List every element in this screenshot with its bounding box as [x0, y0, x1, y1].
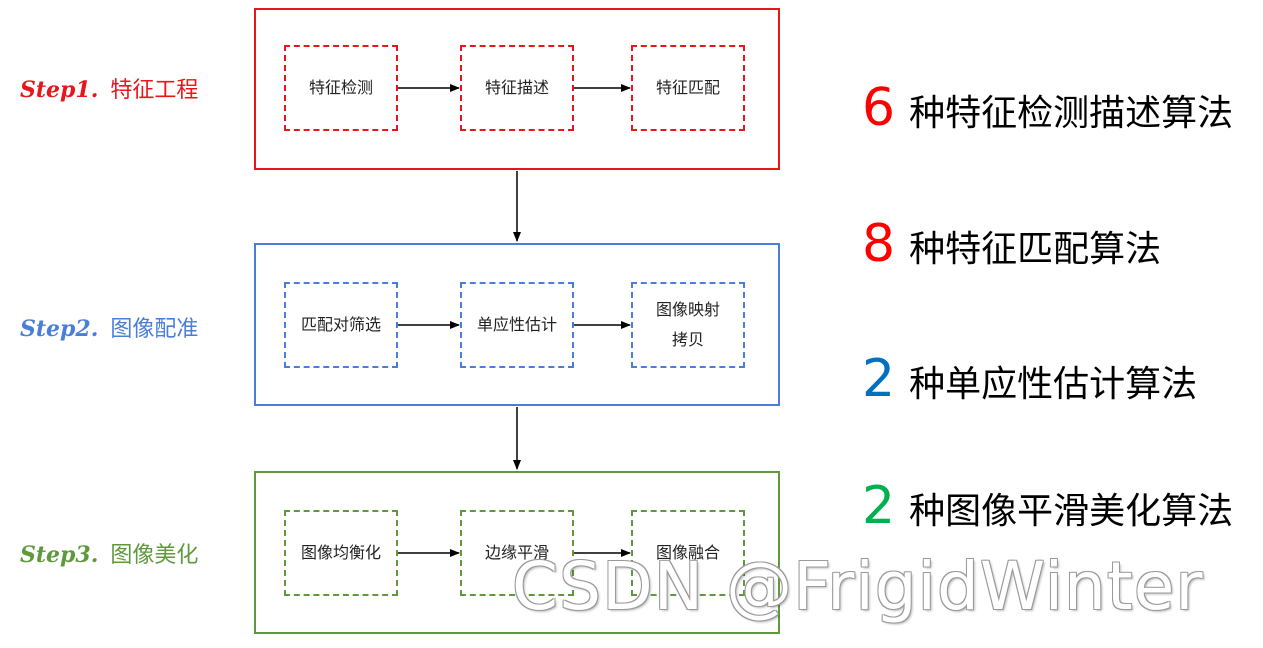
- stat-text: 种图像平滑美化算法: [909, 491, 1234, 532]
- stat-text: 种特征匹配算法: [909, 229, 1162, 270]
- step2-number: Step2.: [20, 316, 99, 342]
- stat-feature-matching-algorithms: 8 种特征匹配算法: [862, 218, 1161, 272]
- node-match-filtering: 匹配对筛选: [284, 282, 398, 368]
- node-image-blending: 图像融合: [631, 510, 745, 596]
- stat-number: 2: [862, 349, 896, 409]
- step2-title: 图像配准: [110, 317, 199, 342]
- node-homography-estimation: 单应性估计: [460, 282, 574, 368]
- stat-feature-detection-algorithms: 6 种特征检测描述算法: [862, 82, 1233, 136]
- stat-homography-algorithms: 2 种单应性估计算法: [862, 353, 1197, 407]
- node-feature-matching: 特征匹配: [631, 45, 745, 131]
- node-feature-detection: 特征检测: [284, 45, 398, 131]
- stat-text: 种单应性估计算法: [909, 364, 1198, 405]
- step1-label: Step1. 特征工程: [20, 72, 198, 104]
- stat-number: 6: [862, 78, 896, 138]
- step3-number: Step3.: [20, 542, 99, 568]
- stat-number: 8: [862, 214, 896, 274]
- stat-text: 种特征检测描述算法: [909, 93, 1234, 134]
- step3-title: 图像美化: [110, 543, 199, 568]
- step1-title: 特征工程: [110, 78, 199, 103]
- node-feature-description: 特征描述: [460, 45, 574, 131]
- node-image-equalization: 图像均衡化: [284, 510, 398, 596]
- stat-number: 2: [862, 476, 896, 536]
- stage-image-registration: [254, 243, 780, 406]
- node-edge-smoothing: 边缘平滑: [460, 510, 574, 596]
- stage-feature-engineering: [254, 8, 780, 170]
- stat-smoothing-algorithms: 2 种图像平滑美化算法: [862, 480, 1233, 534]
- watermark: CSDN @FrigidWinter: [512, 548, 1204, 625]
- step3-label: Step3. 图像美化: [20, 537, 198, 569]
- step2-label: Step2. 图像配准: [20, 311, 198, 343]
- node-image-warp-copy: 图像映射 拷贝: [631, 282, 745, 368]
- stage-image-beautification: [254, 471, 780, 634]
- step1-number: Step1.: [20, 77, 99, 103]
